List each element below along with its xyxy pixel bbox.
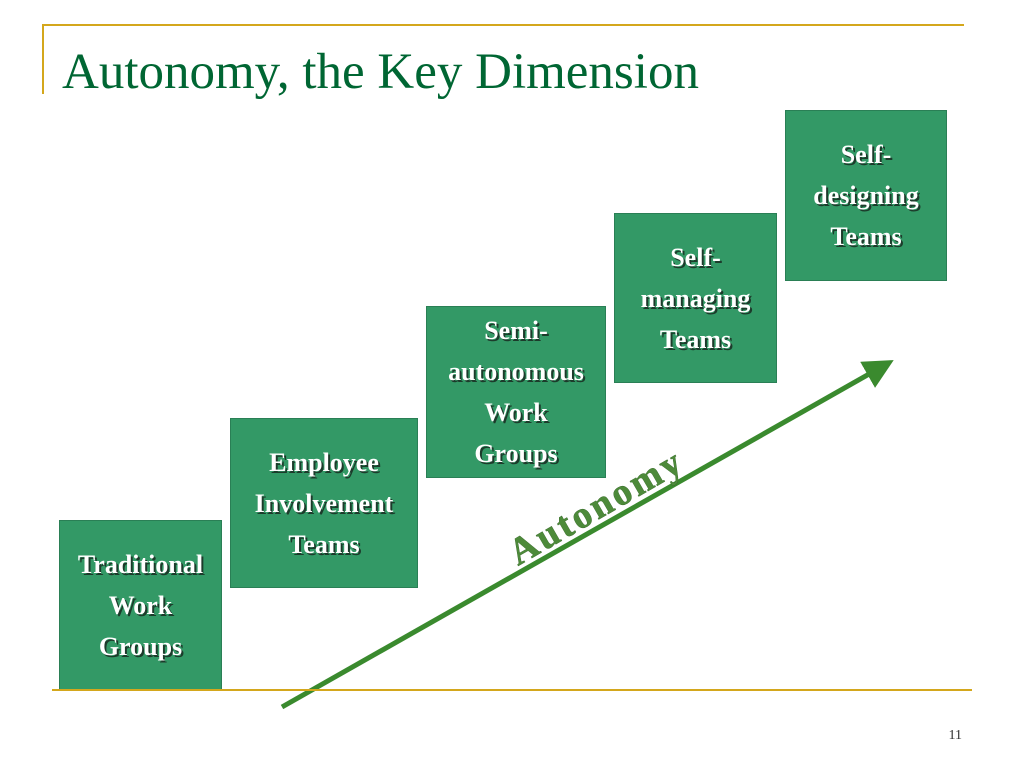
footer-line bbox=[52, 689, 972, 691]
arrow-line bbox=[280, 360, 894, 710]
page-number: 11 bbox=[948, 728, 962, 743]
arrow-label: Autonomy bbox=[502, 440, 692, 574]
frame-left-line bbox=[42, 24, 44, 94]
frame-top-line bbox=[43, 24, 964, 26]
slide-title: Autonomy, the Key Dimension bbox=[62, 44, 699, 100]
